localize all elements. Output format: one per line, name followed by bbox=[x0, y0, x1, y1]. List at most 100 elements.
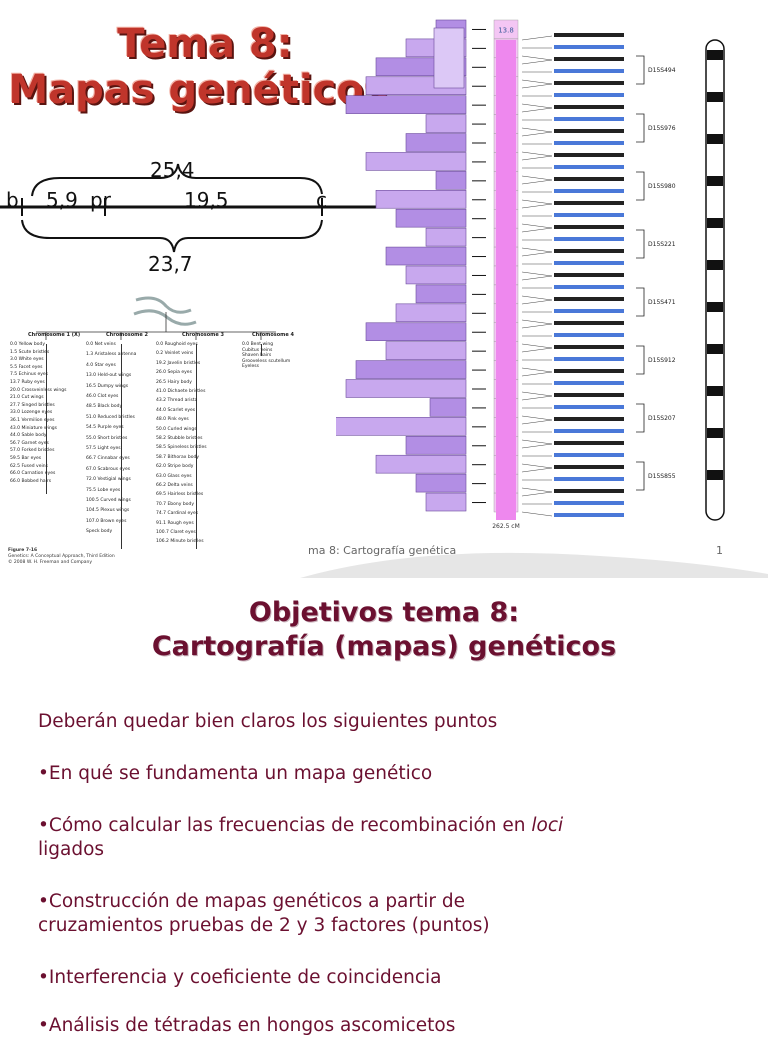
locus-label: 19.2 Javelin bristles bbox=[156, 360, 201, 366]
bar-segment bbox=[375, 190, 467, 209]
locus-label: 58.7 Bithorax body bbox=[156, 454, 199, 460]
chromosome-illustration bbox=[36, 296, 276, 340]
connector-line bbox=[521, 199, 553, 205]
marker-label-line bbox=[554, 249, 624, 253]
bar-segment bbox=[405, 133, 467, 152]
marker-label-line bbox=[554, 309, 624, 313]
bullet-tetradas: •Análisis de tétradas en hongos ascomice… bbox=[38, 1015, 456, 1036]
marker-label-line bbox=[554, 369, 624, 373]
marker-label-line bbox=[554, 333, 624, 337]
marker-bracket bbox=[636, 403, 645, 433]
locus-label: 66.2 Delta veins bbox=[156, 483, 193, 488]
slide-1: Tema 8: Mapas genéticos 25,4 b 5,9 pr 19… bbox=[0, 19, 768, 578]
connector-line bbox=[521, 371, 553, 377]
marker-label: D15S221 bbox=[648, 241, 676, 248]
distance-b-pr: 5,9 bbox=[46, 188, 78, 212]
gene-c-label: c bbox=[316, 188, 327, 212]
marker-label-line bbox=[554, 285, 624, 289]
connector-line bbox=[521, 415, 553, 421]
connector-line bbox=[521, 347, 553, 353]
magenta-column bbox=[496, 40, 516, 520]
locus-label: 100.5 Curved wings bbox=[86, 498, 131, 503]
locus-label: 43.0 Miniature wings bbox=[10, 425, 57, 431]
connector-line bbox=[521, 463, 553, 469]
locus-label: 58.5 Spineless bristles bbox=[156, 445, 207, 451]
marker-label-line bbox=[554, 477, 624, 481]
marker-bracket bbox=[636, 229, 645, 259]
connector-line bbox=[521, 59, 553, 65]
marker-bracket bbox=[636, 171, 645, 201]
connector-line bbox=[521, 247, 553, 253]
connector-line bbox=[521, 103, 553, 109]
map-length-label: 262.5 cM bbox=[492, 523, 520, 530]
marker-label-line bbox=[554, 105, 624, 109]
bar-segment bbox=[415, 473, 467, 493]
distance-pr-c: 19,5 bbox=[184, 188, 229, 212]
marker-label: D15S980 bbox=[648, 183, 676, 190]
marker-bracket bbox=[636, 55, 645, 85]
marker-label-line bbox=[554, 189, 624, 193]
connector-line bbox=[521, 271, 553, 277]
ideogram-band bbox=[707, 344, 723, 354]
connector-line bbox=[521, 179, 553, 185]
connector-line bbox=[521, 343, 553, 349]
gene-pr-label: pr bbox=[90, 188, 111, 212]
locus-label: Shaven hairs bbox=[242, 353, 272, 359]
marker-label-line bbox=[554, 273, 624, 277]
marker-label-line bbox=[554, 513, 624, 517]
marker-label-line bbox=[554, 237, 624, 241]
marker-label-line bbox=[554, 381, 624, 385]
connector-line bbox=[521, 467, 553, 473]
locus-label: 26.0 Sepia eyes bbox=[156, 370, 192, 376]
locus-label: 0.0 Bent wing bbox=[242, 342, 274, 347]
marker-label-line bbox=[554, 321, 624, 325]
locus-label: 7.5 Echinus eyes bbox=[10, 372, 49, 378]
bullet-construccion: •Construcción de mapas genéticos a parti… bbox=[38, 891, 466, 912]
marker-label-line bbox=[554, 417, 624, 421]
figure-copyright: © 2008 W. H. Freeman and Company bbox=[8, 560, 93, 565]
locus-label: 66.0 Carnation eyes bbox=[10, 471, 56, 477]
marker-label-line bbox=[554, 261, 624, 265]
ideogram-band bbox=[707, 134, 723, 144]
bar-segment bbox=[395, 208, 467, 228]
slide-1-title-line-2: Mapas genéticos bbox=[8, 67, 388, 113]
page-number: 1 bbox=[716, 544, 723, 557]
marker-label-line bbox=[554, 465, 624, 469]
gene-b-label: b bbox=[6, 188, 19, 212]
marker-label: D15S471 bbox=[648, 299, 676, 306]
locus-label: 3.0 White eyes bbox=[10, 357, 44, 363]
bar-segment bbox=[355, 360, 467, 379]
marker-label-line bbox=[554, 165, 624, 169]
marker-label-line bbox=[554, 357, 624, 361]
locus-label: 67.0 Scabrous eyes bbox=[86, 466, 131, 472]
marker-label: D15S855 bbox=[648, 473, 676, 480]
locus-label: 4.0 Star eyes bbox=[86, 362, 116, 368]
connector-line bbox=[521, 55, 553, 61]
ideogram-band bbox=[707, 302, 723, 312]
locus-label: 66.7 Cinnabar eyes bbox=[86, 456, 130, 462]
marker-label-line bbox=[554, 405, 624, 409]
locus-label: 57.0 Forked bristles bbox=[10, 448, 55, 454]
marker-label-line bbox=[554, 177, 624, 181]
locus-label: 13.0 Held-out wings bbox=[86, 373, 132, 379]
chromosome-4-bar bbox=[261, 344, 262, 356]
ideogram-band bbox=[707, 470, 723, 480]
connector-line bbox=[521, 487, 553, 493]
connector-line bbox=[521, 275, 553, 281]
bullet-frecuencias: •Cómo calcular las frecuencias de recomb… bbox=[38, 814, 728, 838]
locus-label: 0.2 Veinlet veins bbox=[156, 351, 194, 357]
connector-line bbox=[521, 223, 553, 229]
chromosome-1-header: Chromosome 1 (X) bbox=[28, 332, 81, 338]
ideogram-band bbox=[707, 176, 723, 186]
locus-label: 5.5 Facet eyes bbox=[10, 364, 43, 370]
connector-line bbox=[521, 391, 553, 397]
bar-segment bbox=[429, 398, 467, 417]
chromosome-3-header: Chromosome 3 bbox=[182, 332, 225, 338]
locus-label: 16.5 Dumpy wings bbox=[86, 383, 129, 389]
connector-line bbox=[521, 295, 553, 301]
bullet-frecuencias-text: •Cómo calcular las frecuencias de recomb… bbox=[38, 815, 526, 836]
slide-2: Objetivos tema 8: Cartografía (mapas) ge… bbox=[0, 578, 768, 1036]
connector-line bbox=[521, 79, 553, 85]
bar-segment bbox=[395, 303, 467, 323]
locus-label: 48.5 Black body bbox=[86, 404, 123, 410]
